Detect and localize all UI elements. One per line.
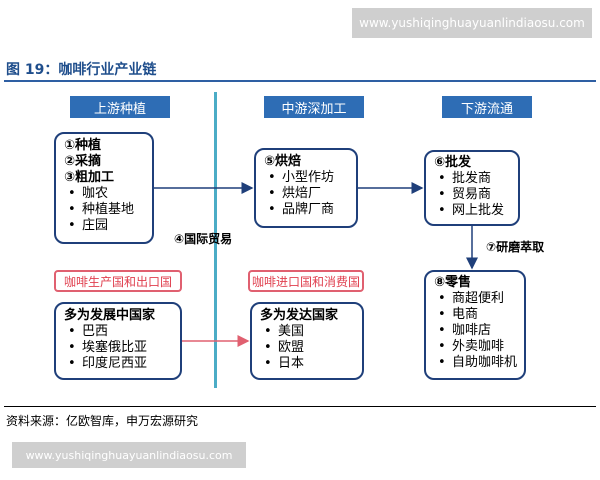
upstream-item: 咖农 (64, 186, 152, 202)
midstream-item: 烘焙厂 (264, 186, 356, 202)
upstream-item: 种植基地 (64, 202, 152, 218)
wholesale-item: 网上批发 (434, 203, 518, 219)
developing-item: 埃塞俄比亚 (64, 340, 180, 356)
title-rule (4, 80, 596, 82)
wholesale-item: 贸易商 (434, 187, 518, 203)
header-downstream: 下游流通 (442, 96, 532, 118)
watermark-top: www.yushiqinghuayuanlindiaosu.com (352, 8, 592, 38)
retail-item: 商超便利 (434, 291, 524, 307)
retail-item: 电商 (434, 307, 524, 323)
midstream-item: 小型作坊 (264, 170, 356, 186)
developed-item: 日本 (260, 356, 362, 372)
developing-countries-box: 多为发展中国家 巴西 埃塞俄比亚 印度尼西亚 (54, 302, 182, 380)
header-midstream: 中游深加工 (264, 96, 364, 118)
label-international-trade: ④国际贸易 (174, 232, 233, 246)
upstream-item: 庄园 (64, 218, 152, 234)
step-planting: ①种植 (64, 138, 102, 153)
retail-item: 自助咖啡机 (434, 355, 524, 371)
source-note: 资料来源：亿欧智库，申万宏源研究 (6, 414, 199, 428)
tag-producer-countries: 咖啡生产国和出口国 (54, 270, 182, 292)
watermark-bottom: www.yushiqinghuayuanlindiaosu.com (12, 442, 246, 468)
upstream-box: ①种植 ②采摘 ③粗加工 咖农 种植基地 庄园 (54, 132, 154, 244)
section-divider (214, 92, 217, 388)
retail-item: 外卖咖啡 (434, 339, 524, 355)
developed-heading: 多为发达国家 (260, 308, 339, 323)
developing-heading: 多为发展中国家 (64, 308, 156, 323)
step-picking: ②采摘 (64, 154, 102, 169)
step-roasting: ⑤烘焙 (264, 154, 302, 169)
step-rough-processing: ③粗加工 (64, 170, 115, 185)
developing-item: 印度尼西亚 (64, 356, 180, 372)
developing-item: 巴西 (64, 324, 180, 340)
retail-item: 咖啡店 (434, 323, 524, 339)
tag-consumer-countries: 咖啡进口国和消费国 (248, 270, 364, 292)
retail-box: ⑧零售 商超便利 电商 咖啡店 外卖咖啡 自助咖啡机 (424, 270, 526, 380)
step-retail: ⑧零售 (434, 275, 472, 290)
label-grind-extract: ⑦研磨萃取 (486, 240, 545, 254)
source-rule (4, 406, 596, 407)
header-upstream: 上游种植 (70, 96, 170, 118)
developed-item: 欧盟 (260, 340, 362, 356)
developed-item: 美国 (260, 324, 362, 340)
wholesale-box: ⑥批发 批发商 贸易商 网上批发 (424, 150, 520, 226)
step-wholesale: ⑥批发 (434, 155, 472, 170)
midstream-box: ⑤烘焙 小型作坊 烘焙厂 品牌厂商 (254, 148, 358, 228)
wholesale-item: 批发商 (434, 171, 518, 187)
figure-title: 图 19：咖啡行业产业链 (6, 62, 157, 78)
developed-countries-box: 多为发达国家 美国 欧盟 日本 (250, 302, 364, 380)
midstream-item: 品牌厂商 (264, 202, 356, 218)
